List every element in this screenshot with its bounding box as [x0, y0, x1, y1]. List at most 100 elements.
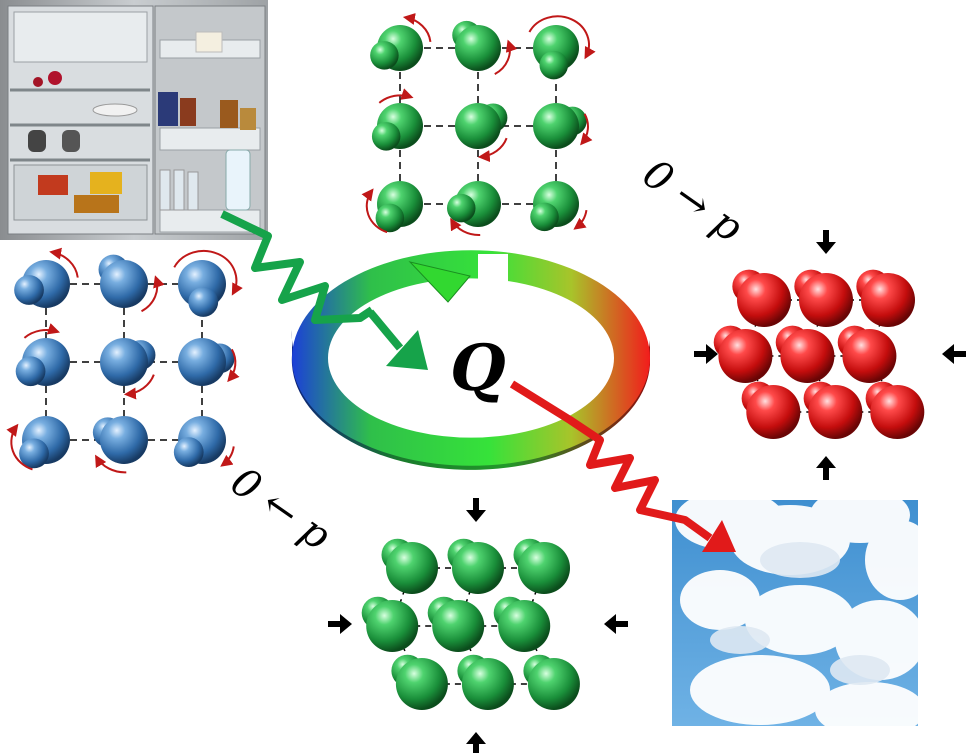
atom [518, 542, 570, 594]
disordered-green-cluster [361, 13, 596, 236]
atom [15, 356, 46, 387]
molecule [15, 338, 70, 387]
molecule [446, 181, 501, 227]
molecule [794, 269, 853, 327]
rotation-arrow [528, 15, 596, 60]
molecule [732, 269, 791, 327]
atom [455, 103, 501, 149]
molecule [775, 325, 835, 383]
atom [188, 287, 219, 317]
force-arrow [328, 614, 352, 634]
rotation-arrow [477, 137, 508, 163]
molecule [371, 103, 423, 151]
atom [842, 329, 897, 383]
pressure-arrows [328, 230, 966, 753]
atom [780, 329, 835, 383]
rotation-arrow [573, 209, 588, 230]
molecule [391, 654, 448, 710]
atom [718, 329, 773, 383]
molecule [178, 338, 235, 386]
rotation-arrow [220, 446, 235, 467]
molecule [14, 260, 70, 308]
molecule [530, 181, 579, 232]
molecule [457, 654, 514, 710]
atom [432, 600, 485, 652]
force-arrow [816, 456, 836, 480]
molecule [803, 381, 863, 439]
force-arrow [694, 344, 718, 364]
compressed-red-cluster [713, 269, 925, 439]
molecule [381, 538, 438, 594]
rotation-arrow [227, 348, 240, 383]
atom [533, 103, 579, 149]
atom [870, 385, 925, 439]
atom [452, 542, 504, 594]
atom [100, 338, 148, 386]
molecule [361, 596, 419, 652]
atom [539, 50, 569, 80]
rotation-arrow [23, 323, 61, 339]
molecule [513, 538, 570, 594]
atom [178, 338, 226, 386]
atom [808, 385, 863, 439]
atom [498, 600, 551, 652]
molecule [173, 416, 226, 468]
atom [455, 25, 501, 71]
rotation-arrow [378, 88, 414, 104]
atom [375, 203, 405, 233]
force-arrow [816, 230, 836, 254]
atom [173, 437, 204, 468]
atom [100, 260, 148, 308]
rotation-arrow [361, 188, 388, 234]
atom [371, 122, 401, 151]
molecule [92, 416, 148, 464]
molecule [455, 103, 508, 149]
molecule [837, 325, 897, 383]
fridge-photo [0, 0, 268, 240]
sky-photo [672, 487, 935, 738]
molecule [98, 254, 148, 308]
disordered-blue-cluster [6, 247, 243, 474]
atom [861, 273, 915, 327]
atom [461, 658, 514, 710]
molecule [178, 260, 226, 317]
atom [386, 542, 438, 594]
rotation-arrow [494, 39, 518, 76]
rotation-arrow [95, 454, 127, 474]
force-arrow [466, 732, 486, 753]
molecule [741, 381, 801, 439]
atom [446, 193, 476, 223]
molecule [856, 269, 915, 327]
rotation-arrow [49, 247, 79, 278]
molecule [19, 416, 70, 469]
cold-heat-wave [220, 210, 428, 370]
rotation-arrow [6, 423, 33, 471]
atom [737, 273, 791, 327]
cycle-ring [291, 250, 650, 470]
compressed-green-cluster [361, 538, 580, 710]
atom [14, 275, 44, 305]
molecule [533, 103, 587, 149]
molecule [100, 338, 156, 386]
molecule [493, 596, 551, 652]
molecule [447, 538, 504, 594]
molecule [375, 181, 423, 233]
atom [366, 600, 419, 652]
atom [370, 41, 399, 70]
atom [100, 416, 148, 464]
atom [746, 385, 801, 439]
molecule [713, 325, 773, 383]
atom [799, 273, 853, 327]
atom [395, 658, 448, 710]
reverse-transition-label: 0 ← p [222, 459, 338, 560]
rotation-arrow [141, 275, 165, 313]
atom [19, 438, 49, 469]
force-arrow [466, 498, 486, 522]
molecule [533, 25, 579, 80]
molecule [523, 654, 580, 710]
rotation-arrow [173, 249, 243, 296]
rotation-arrow [402, 13, 432, 42]
molecule [452, 20, 501, 71]
atom [527, 658, 580, 710]
